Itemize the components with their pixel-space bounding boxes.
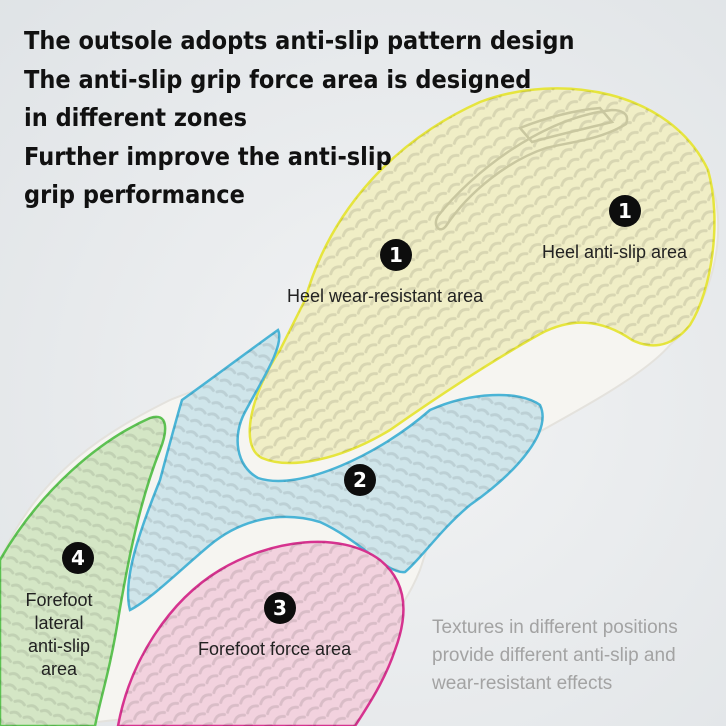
- texture-note-line-3: wear-resistant effects: [432, 673, 613, 694]
- texture-note-line-2: provide different anti-slip and: [432, 645, 676, 666]
- heel-anti-slip-label: Heel anti-slip area: [542, 242, 688, 262]
- number-badge-icon: 1: [609, 195, 641, 227]
- number-badge-icon: 4: [62, 542, 94, 574]
- headline-line-3: in different zones: [24, 103, 248, 132]
- texture-note-line-1: Textures in different positions: [432, 617, 678, 638]
- swoosh-logo-icon: [434, 106, 629, 231]
- forefoot-lateral-label-line-3: anti-slip: [27, 636, 91, 656]
- forefoot-lateral-label-line-1: Forefoot: [25, 590, 93, 610]
- headline: The outsole adopts anti-slip pattern des…: [24, 22, 575, 215]
- forefoot-lateral-label-line-2: lateral: [34, 613, 84, 633]
- heel-wear-resistant-label: Heel wear-resistant area: [287, 286, 484, 306]
- headline-line-4: Further improve the anti-slip: [24, 141, 392, 171]
- forefoot-force-label: Forefoot force area: [198, 639, 352, 659]
- number-badge-icon: 1: [380, 239, 412, 271]
- forefoot-lateral-label: Forefoot lateral anti-slip area: [19, 589, 99, 681]
- texture-note: Textures in different positions provide …: [432, 614, 678, 698]
- headline-line-1: The outsole adopts anti-slip pattern des…: [24, 26, 575, 55]
- headline-line-2: The anti-slip grip force area is designe…: [24, 64, 532, 94]
- forefoot-lateral-label-line-4: area: [40, 659, 78, 679]
- headline-line-5: grip performance: [24, 180, 245, 209]
- number-badge-icon: 3: [264, 592, 296, 624]
- number-badge-icon: 2: [344, 464, 376, 496]
